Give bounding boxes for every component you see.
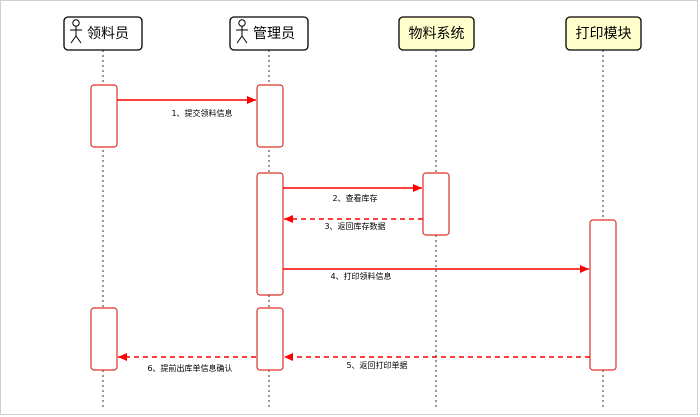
activation-bar — [90, 307, 118, 371]
message-1[interactable]: 1、提交领料信息 — [117, 96, 256, 118]
activation-bar — [422, 172, 450, 236]
message-label: 4、打印领料信息 — [330, 271, 391, 281]
participant-p1[interactable]: 领料员 — [63, 16, 143, 51]
participant-label: 打印模块 — [576, 25, 632, 42]
participant-label: 领料员 — [87, 26, 129, 42]
participant-label: 物料系统 — [409, 26, 465, 42]
message-label: 2、查看库存 — [332, 193, 377, 203]
message-label: 5、返回打印单据 — [346, 360, 407, 370]
message-6[interactable]: 6、提前出库单信息确认 — [118, 353, 256, 373]
participant-p3[interactable]: 物料系统 — [398, 16, 475, 51]
activation-bar — [256, 172, 284, 296]
message-label: 1、提交领料信息 — [171, 108, 232, 118]
activation-bar — [256, 307, 284, 371]
participant-label: 管理员 — [253, 26, 295, 42]
participant-p2[interactable]: 管理员 — [229, 16, 309, 51]
activation-bar — [256, 84, 284, 148]
message-4[interactable]: 4、打印领料信息 — [283, 265, 589, 281]
participant-box — [565, 16, 642, 51]
participant-p4[interactable]: 打印模块 — [565, 16, 642, 51]
message-label: 3、返回库存数据 — [324, 221, 385, 231]
actor-icon — [236, 19, 248, 44]
participant-box — [229, 16, 309, 51]
message-3[interactable]: 3、返回库存数据 — [284, 215, 423, 231]
participant-box — [63, 16, 143, 51]
message-label: 6、提前出库单信息确认 — [147, 363, 232, 373]
activation-bar — [589, 219, 617, 371]
activation-bar — [90, 84, 118, 148]
message-5[interactable]: 5、返回打印单据 — [284, 353, 590, 370]
participant-box — [398, 16, 475, 51]
actor-icon — [70, 19, 82, 44]
message-2[interactable]: 2、查看库存 — [283, 184, 422, 203]
